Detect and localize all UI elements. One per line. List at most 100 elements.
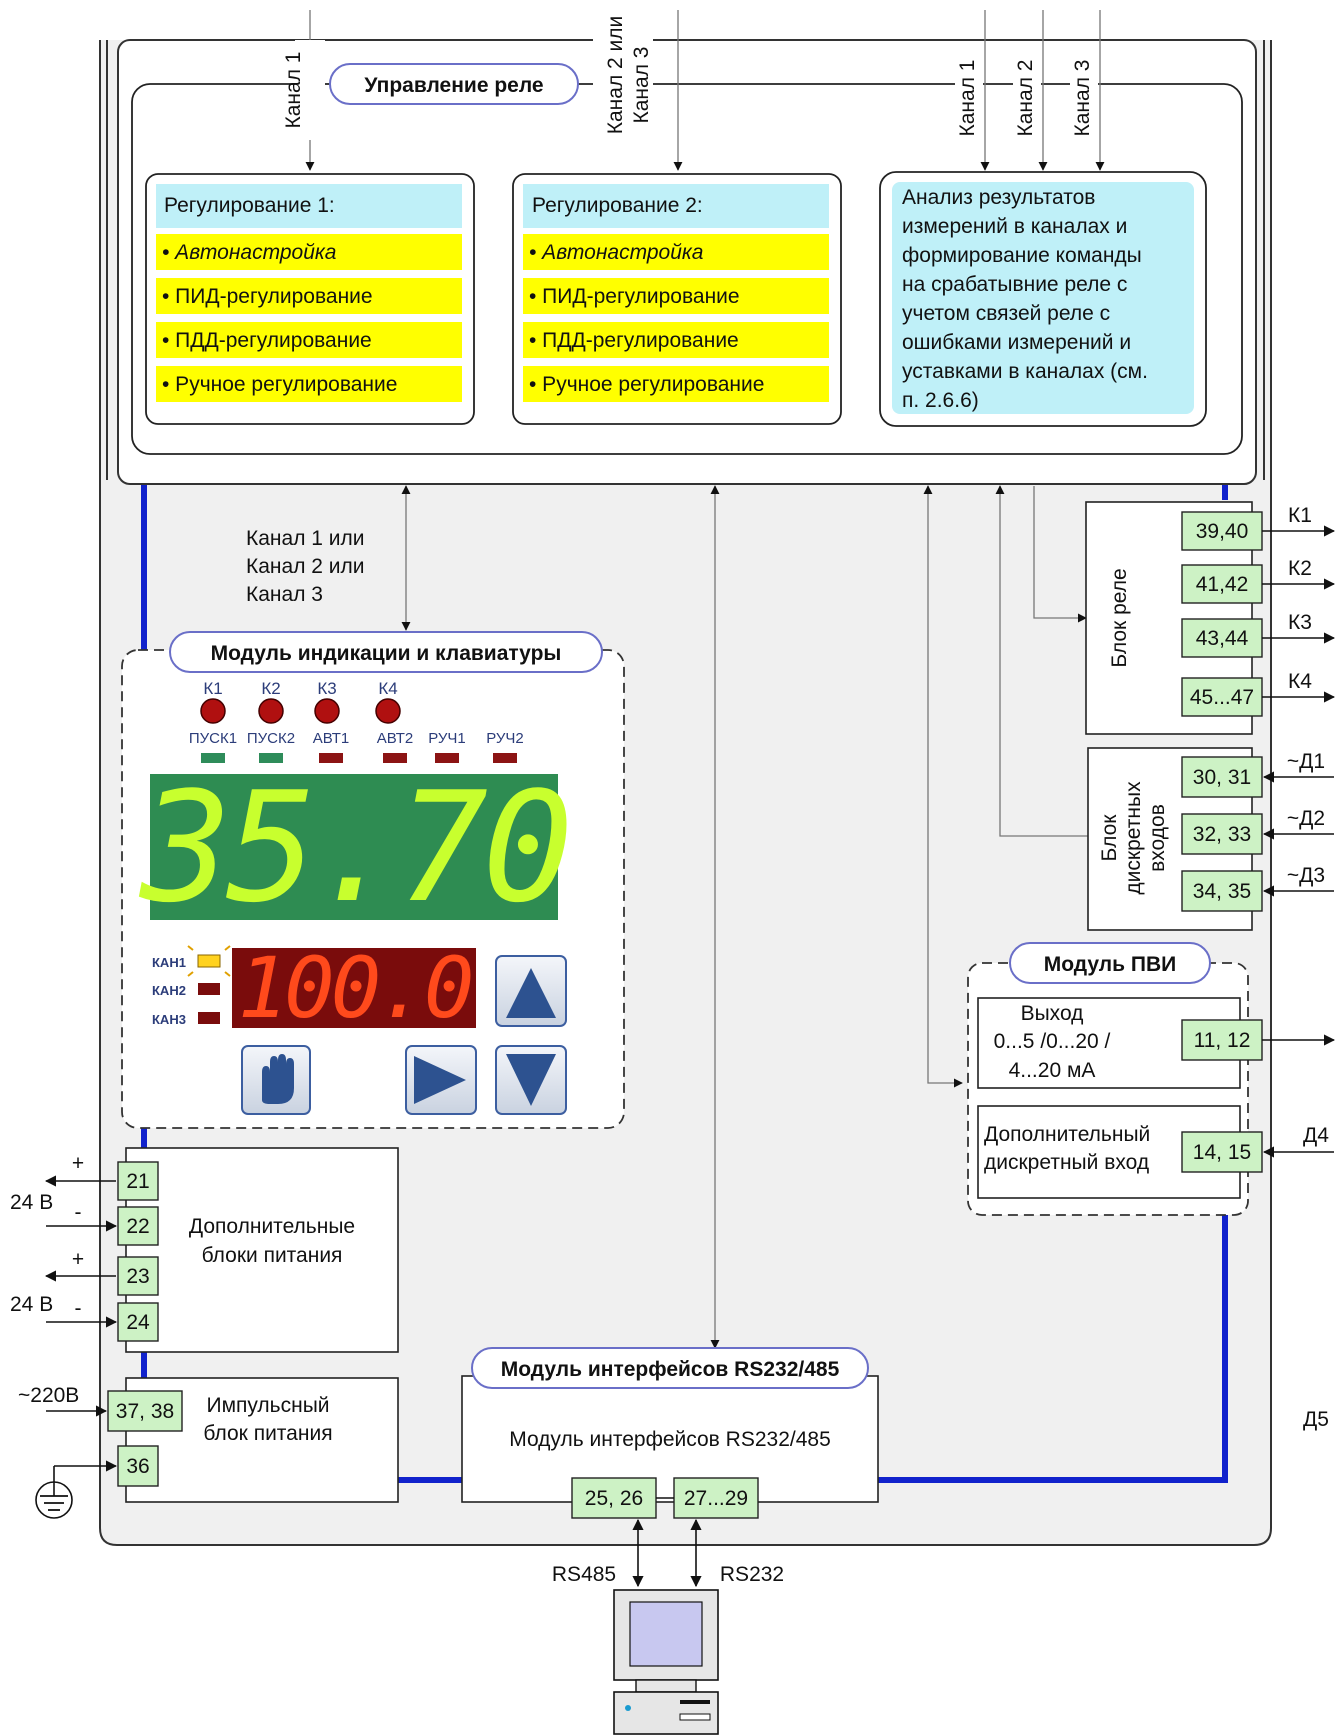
pvi-extra-input-line: дискретный вход: [984, 1151, 1149, 1174]
regulation-1-item: • ПИД-регулирование: [162, 285, 373, 308]
arrow-right-icon: [414, 1056, 466, 1104]
aux-minus-sign: -: [75, 1297, 82, 1320]
main-display: [150, 774, 558, 920]
interface-terminal: 27...29: [684, 1487, 748, 1510]
analysis-block: Анализ результатов измерений в каналах и…: [879, 171, 1207, 427]
interface-module-title: Модуль интерфейсов RS232/485: [501, 1358, 840, 1381]
analysis-line: формирование команды: [902, 244, 1142, 267]
aux-terminal: 24: [126, 1311, 150, 1334]
led-label: К2: [261, 679, 280, 698]
pvi-module: Модуль ПВИ Выход 0...5 /0...20 / 4...20 …: [967, 942, 1336, 1216]
status-led-label: ПУСК1: [189, 730, 237, 747]
hand-icon: [262, 1054, 294, 1104]
status-led-label: АВТ2: [377, 730, 414, 747]
aux-plus-sign: +: [72, 1248, 84, 1271]
input-channel-2-label: Канал 2 или: [604, 16, 627, 135]
pvi-output-terminal: 11, 12: [1194, 1029, 1251, 1052]
discrete-block-title-line: входов: [1146, 804, 1169, 872]
right-button[interactable]: [405, 1045, 477, 1115]
status-led: [493, 753, 517, 763]
aux-power-label-line: блоки питания: [202, 1244, 343, 1267]
status-led: [259, 753, 283, 763]
channel-indicator-label: КАН1: [152, 955, 186, 970]
discrete-terminal: 32, 33: [1193, 823, 1251, 846]
aux-voltage-label: 24 В: [10, 1293, 53, 1316]
relay-led-k2: [258, 698, 284, 724]
led-label: К1: [203, 679, 222, 698]
pvi-output-line: Выход: [1021, 1002, 1084, 1025]
input-channel-3-label: Канал 3: [630, 47, 653, 124]
discrete-block-title-line: дискретных: [1122, 781, 1145, 895]
relay-output-label: К3: [1288, 611, 1312, 634]
discrete-terminal: 30, 31: [1193, 766, 1251, 789]
regulation-1-item: • Ручное регулирование: [162, 373, 397, 396]
regulation-1-block: Регулирование 1: • Автонастройка • ПИД-р…: [145, 173, 475, 425]
regulation-2-item: • ПИД-регулирование: [529, 285, 740, 308]
channel-indicator-label: КАН3: [152, 1012, 186, 1027]
status-led: [319, 753, 343, 763]
relay-control-title-frame: [329, 63, 579, 105]
status-led-label: АВТ1: [313, 730, 350, 747]
relay-output-label: К1: [1288, 504, 1312, 527]
pvi-output-line: 0...5 /0...20 /: [994, 1030, 1111, 1053]
relay-output-label: К4: [1288, 670, 1312, 693]
pulse-terminal: 36: [126, 1455, 149, 1478]
mains-label: ~220В: [18, 1384, 79, 1407]
pulse-terminal: 37, 38: [116, 1400, 174, 1423]
arrow-down-icon: [506, 1054, 556, 1106]
status-led: [201, 753, 225, 763]
pulse-power-label-line: блок питания: [203, 1422, 332, 1445]
secondary-display-value: 100.0: [238, 939, 471, 1037]
led-label: К4: [378, 679, 397, 698]
analysis-channel-2-label: Канал 2: [1014, 60, 1037, 137]
status-led-label: РУЧ1: [428, 730, 466, 747]
channel-note-line: Канал 2 или: [246, 555, 365, 578]
relay-block: Блок реле 39,40 41,42 43,44 45...47 К1 К…: [1085, 501, 1336, 735]
relay-terminal: 45...47: [1190, 686, 1254, 709]
regulation-2-item: • Ручное регулирование: [529, 373, 764, 396]
analysis-line: учетом связей реле с: [902, 302, 1110, 325]
analysis-channel-3-label: Канал 3: [1071, 60, 1094, 137]
relay-terminal: 39,40: [1196, 520, 1249, 543]
up-button[interactable]: [495, 955, 567, 1027]
aux-terminal: 22: [126, 1215, 149, 1238]
analysis-channel-1-label: Канал 1: [956, 60, 979, 137]
aux-terminal: 21: [126, 1170, 149, 1193]
discrete-inputs-block: Блок дискретных входов 30, 31 32, 33 34,…: [1087, 747, 1334, 931]
rs232-label: RS232: [720, 1563, 784, 1586]
pulse-power-label-line: Импульсный: [206, 1394, 329, 1417]
display-keyboard-module: Модуль индикации и клавиатуры К1 К2 К3 К…: [121, 631, 625, 1129]
aux-minus-sign: -: [75, 1201, 82, 1224]
analysis-line: п. 2.6.6): [902, 389, 979, 412]
aux-power-block: Дополнительные блоки питания 21 22 23 24…: [10, 1147, 399, 1353]
ground-icon: [35, 1466, 73, 1519]
regulation-2-item: • Автонастройка: [529, 241, 703, 264]
channel-1-led-lit: [187, 945, 231, 977]
down-button[interactable]: [495, 1045, 567, 1115]
channel-3-led: [198, 1012, 220, 1024]
hand-manual-button[interactable]: [241, 1045, 311, 1115]
regulation-2-item: • ПДД-регулирование: [529, 329, 739, 352]
relay-control-title: Управление реле: [364, 74, 543, 97]
led-label: К3: [317, 679, 336, 698]
status-led-label: РУЧ2: [486, 730, 524, 747]
analysis-line: на срабатывние реле с: [902, 273, 1127, 296]
relay-led-k4: [375, 698, 401, 724]
regulation-2-block: Регулирование 2: • Автонастройка • ПИД-р…: [512, 173, 842, 425]
analysis-line: ошибками измерений и: [902, 331, 1131, 354]
regulation-1-item: • Автонастройка: [162, 241, 336, 264]
display-module-title: Модуль индикации и клавиатуры: [211, 642, 562, 665]
pvi-extra-input-line: Дополнительный: [984, 1123, 1150, 1146]
rs485-label: RS485: [552, 1563, 616, 1586]
relay-block-title: Блок реле: [1108, 568, 1131, 667]
channel-2-led: [198, 983, 220, 995]
interface-terminal: 25, 26: [585, 1487, 643, 1510]
relay-output-label: К2: [1288, 557, 1312, 580]
analysis-line: измерений в каналах и: [902, 215, 1127, 238]
input-channel-1-label: Канал 1: [282, 52, 305, 129]
relay-terminal: 41,42: [1196, 573, 1249, 596]
d5-label: Д5: [1303, 1408, 1329, 1431]
pulse-power-block: Импульсный блок питания 37, 38 36 ~220В: [18, 1377, 399, 1519]
